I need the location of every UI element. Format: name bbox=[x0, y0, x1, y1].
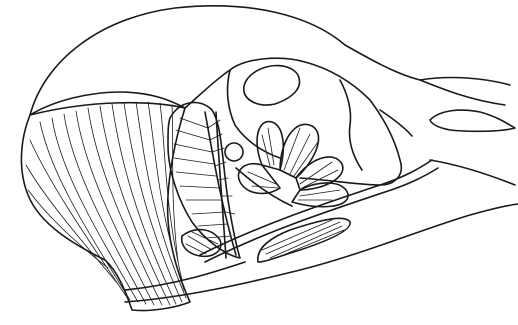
jaw-joint-muscle-fibers bbox=[186, 232, 218, 254]
pterygoid-muscle-lobes bbox=[238, 122, 348, 207]
lobe-1 bbox=[257, 122, 283, 170]
orbit-outline bbox=[230, 58, 401, 185]
cranium-outline bbox=[30, 6, 510, 115]
foramen-circle bbox=[225, 143, 243, 161]
beak-upper-outline bbox=[420, 80, 505, 105]
beak-opening bbox=[430, 110, 515, 131]
beak-lower-outline bbox=[430, 160, 515, 185]
orbit-rim bbox=[228, 70, 280, 158]
orbit-window bbox=[244, 66, 300, 105]
lobe-2 bbox=[280, 124, 319, 178]
lobe-3 bbox=[296, 157, 343, 190]
lower-muscle-band-outline bbox=[258, 218, 350, 262]
orbit-ridge bbox=[340, 80, 362, 170]
temporal-muscle-fibers bbox=[26, 102, 186, 305]
pinnate-muscle-outline bbox=[168, 102, 240, 258]
